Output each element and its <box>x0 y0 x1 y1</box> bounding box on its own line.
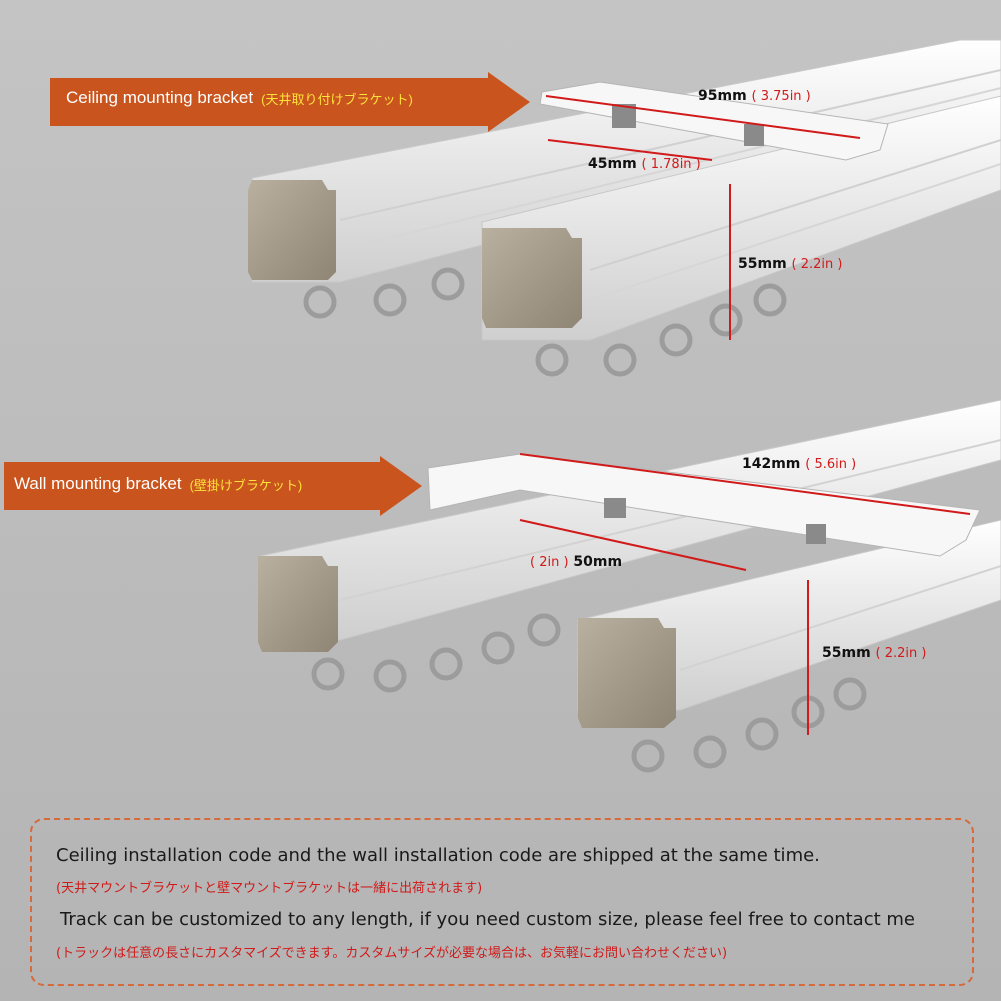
note-line-1-jp: (天井マウントブラケットと壁マウントブラケットは一緒に出荷されます) <box>56 881 483 896</box>
wall-dim-width-line <box>519 453 971 515</box>
ceiling-callout-arrow <box>50 72 530 132</box>
dim-mm: 45mm <box>588 156 637 172</box>
dim-in: ( 3.75in ) <box>751 89 811 104</box>
ceiling-callout: Ceiling mounting bracket (天井取り付けブラケット) <box>66 88 413 108</box>
ceiling-callout-label-jp: (天井取り付けブラケット) <box>261 91 413 107</box>
bracket-clip <box>604 498 626 518</box>
dim-in: ( 5.6in ) <box>805 457 857 472</box>
wall-callout-label-jp: (壁掛けブラケット) <box>189 477 303 493</box>
dim-in: ( 2in ) <box>530 555 569 570</box>
wall-dim-height: 55mm ( 2.2in ) <box>822 645 926 661</box>
wall-dim-width: 142mm ( 5.6in ) <box>742 456 856 472</box>
ceiling-dim-rail: 45mm ( 1.78in ) <box>588 156 701 172</box>
ceiling-dim-width: 95mm ( 3.75in ) <box>698 88 811 104</box>
ceiling-callout-label: Ceiling mounting bracket <box>66 88 254 107</box>
ceiling-dim-rail-line <box>547 139 713 161</box>
wall-endcap-front <box>578 618 676 728</box>
dim-in: ( 2.2in ) <box>791 257 843 272</box>
wall-callout: Wall mounting bracket (壁掛けブラケット) <box>14 474 302 494</box>
dim-mm: 95mm <box>698 88 747 104</box>
dim-mm: 50mm <box>573 554 623 570</box>
ceiling-endcap-front <box>482 228 582 328</box>
note-line-2: Track can be customized to any length, i… <box>60 909 915 930</box>
ceiling-bracket <box>539 81 889 161</box>
wall-callout-label: Wall mounting bracket <box>14 474 182 493</box>
notes-box <box>30 818 974 986</box>
ceiling-rail-back <box>251 39 1001 283</box>
dim-in: ( 1.78in ) <box>641 157 701 172</box>
bracket-clip <box>744 124 764 146</box>
ceiling-rail-front <box>481 95 1001 341</box>
dim-mm: 55mm <box>822 645 871 661</box>
wall-dim-rail-line <box>519 519 747 571</box>
ceiling-dim-width-line <box>545 95 861 139</box>
ceiling-dim-height: 55mm ( 2.2in ) <box>738 256 842 272</box>
wall-rings <box>311 613 867 773</box>
wall-callout-arrow <box>4 456 422 516</box>
dim-in: ( 2.2in ) <box>875 646 927 661</box>
note-line-1: Ceiling installation code and the wall i… <box>56 845 820 866</box>
wall-track-assembly <box>258 399 1001 773</box>
ceiling-rings <box>303 267 787 377</box>
bracket-clip <box>806 524 826 544</box>
dim-mm: 55mm <box>738 256 787 272</box>
ceiling-endcap-back <box>248 180 336 280</box>
dim-mm: 142mm <box>742 456 801 472</box>
note-line-2-jp: (トラックは任意の長さにカスタマイズできます。カスタムサイズが必要な場合は、お気… <box>56 946 728 961</box>
wall-dim-rail: ( 2in ) 50mm <box>530 554 622 570</box>
wall-endcap-back <box>258 556 338 652</box>
ceiling-track-assembly <box>248 39 1001 377</box>
